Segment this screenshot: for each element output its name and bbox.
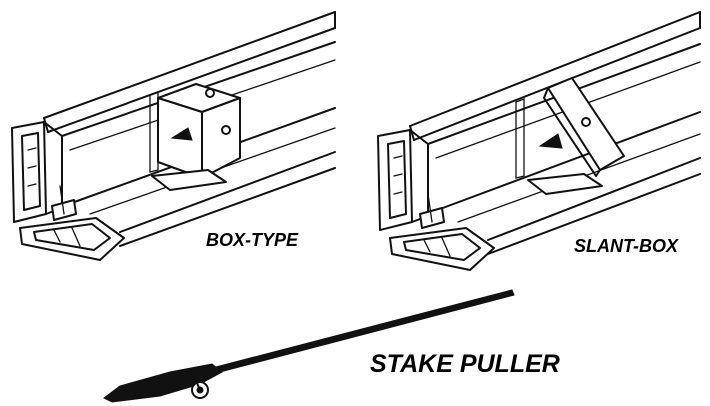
box-type-form	[11, 11, 336, 261]
slant-box-form	[377, 11, 701, 271]
slant-box-label: SLANT-BOX	[574, 236, 679, 256]
box-type-label: BOX-TYPE	[206, 230, 299, 250]
stake-puller-label: STAKE PULLER	[370, 350, 560, 378]
stake-puller-tool	[103, 289, 515, 403]
